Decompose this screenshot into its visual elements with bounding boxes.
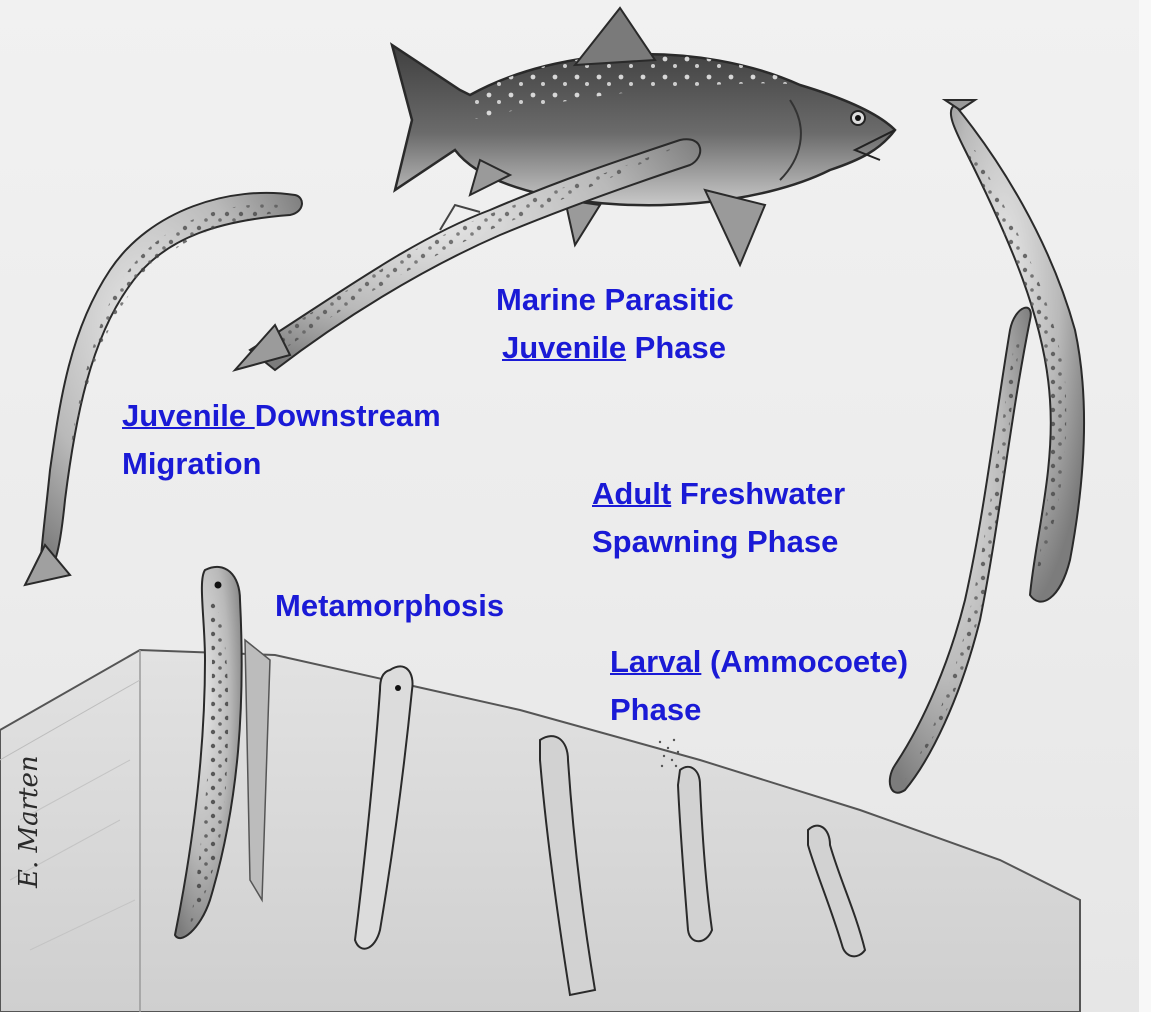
underlined-term: Juvenile (122, 398, 255, 433)
label-text: (Ammocoete) (701, 644, 908, 679)
label-adult-freshwater-spawning-phase: Adult Freshwater Spawning Phase (592, 470, 845, 566)
label-line: Adult Freshwater (592, 470, 845, 518)
label-line: Juvenile Phase (496, 324, 734, 372)
label-larval-ammocoete-phase: Larval (Ammocoete) Phase (610, 638, 908, 734)
label-line: Larval (Ammocoete) (610, 638, 908, 686)
label-metamorphosis: Metamorphosis (275, 582, 504, 630)
underlined-term: Juvenile (502, 330, 626, 365)
label-line: Spawning Phase (592, 518, 845, 566)
label-line: Juvenile Downstream (122, 392, 441, 440)
label-line: Migration (122, 440, 441, 488)
label-line: Phase (610, 686, 908, 734)
label-text: Phase (626, 330, 726, 365)
artist-signature: E. Marten (14, 755, 44, 888)
stream-bed (0, 650, 1080, 1012)
label-line: Marine Parasitic (496, 276, 734, 324)
adult-spawning-lampreys (890, 100, 1084, 793)
label-text: Freshwater (671, 476, 845, 511)
underlined-term: Adult (592, 476, 671, 511)
label-juvenile-downstream-migration: Juvenile Downstream Migration (122, 392, 441, 488)
downstream-juvenile-lamprey (25, 193, 302, 585)
label-line: Metamorphosis (275, 582, 504, 630)
image-edge (1139, 0, 1151, 1012)
label-text: Downstream (255, 398, 441, 433)
underlined-term: Larval (610, 644, 701, 679)
label-marine-parasitic-phase: Marine Parasitic Juvenile Phase (496, 276, 734, 372)
